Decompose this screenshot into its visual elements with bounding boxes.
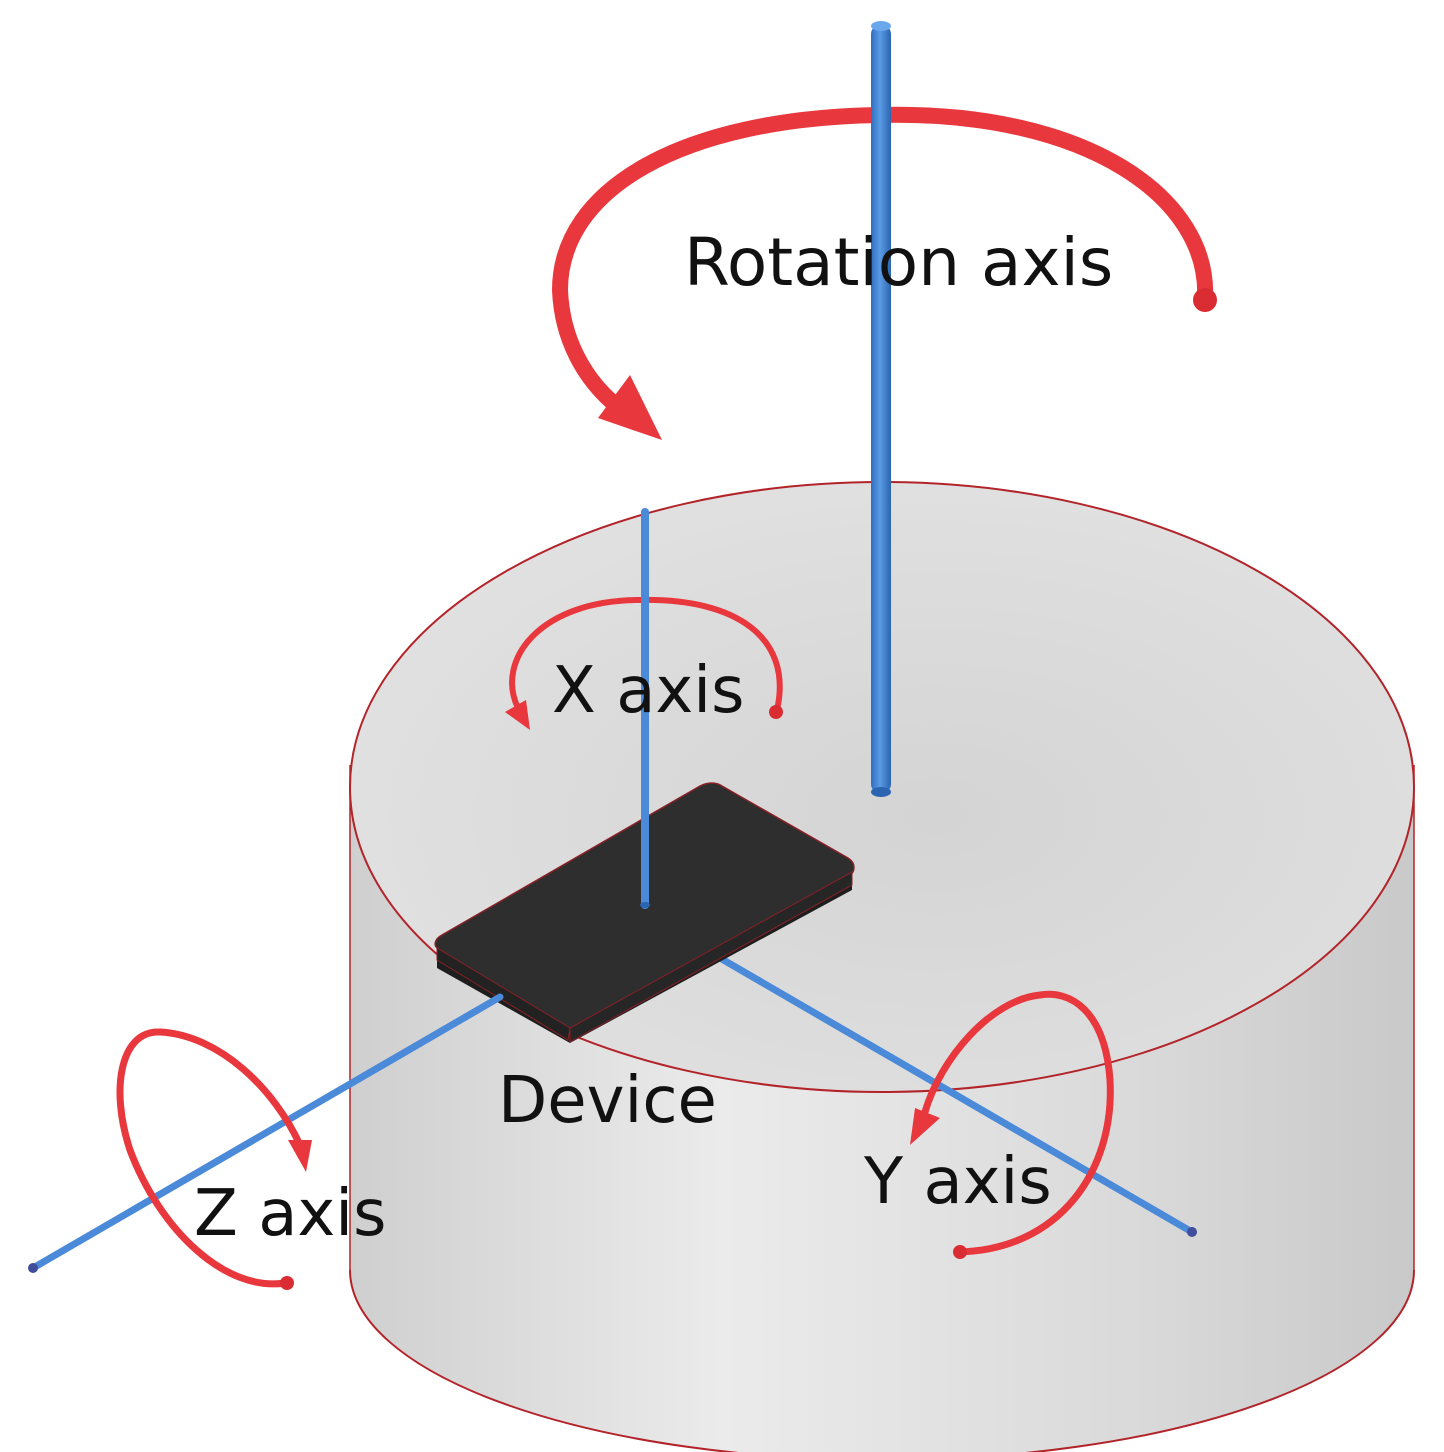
- platform-bottom-edge: [349, 1269, 1415, 1452]
- z-axis-rotation-arrow: [116, 1028, 312, 1290]
- z-axis-label: Z axis: [194, 1177, 386, 1251]
- z-axis-pole: [29, 993, 504, 1272]
- y-axis-rotation-arrow: [910, 990, 1114, 1259]
- x-axis-pole: [640, 508, 650, 909]
- y-axis-label: Y axis: [863, 1145, 1052, 1219]
- rotation-arrow: [551, 106, 1217, 440]
- rotation-axis-pole: [871, 21, 891, 797]
- rotation-axis-label: Rotation axis: [684, 224, 1113, 301]
- x-axis-label: X axis: [552, 654, 744, 728]
- device-label: Device: [498, 1064, 717, 1138]
- rotation-arrow-head: [598, 375, 662, 440]
- y-axis-pole: [716, 954, 1196, 1236]
- x-axis-rotation-arrow: [505, 596, 783, 730]
